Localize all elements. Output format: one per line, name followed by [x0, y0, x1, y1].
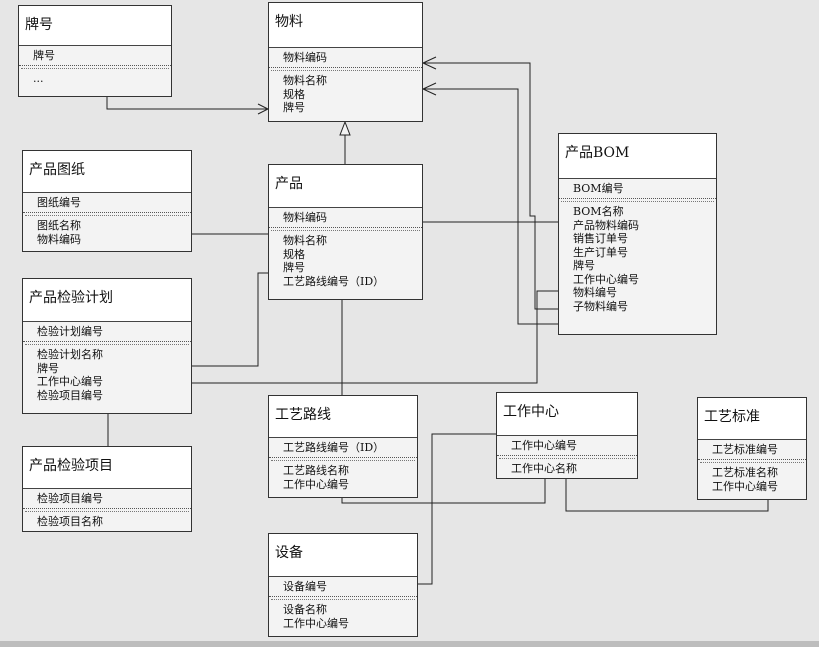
field: 图纸名称	[37, 219, 81, 232]
field: 工作中心名称	[511, 462, 577, 475]
field: 工艺路线编号（ID）	[283, 274, 385, 288]
entity-title: 工艺标准	[698, 398, 806, 440]
inherit-arrow	[339, 120, 351, 136]
field: 检验项目名称	[37, 515, 103, 528]
entity-title: 产品	[269, 165, 422, 208]
entity-title: 工艺路线	[269, 396, 417, 438]
entity-jianyan-jihua[interactable]: 产品检验计划 检验计划编号 检验计划名称 牌号 工作中心编号 检验项目编号	[22, 278, 192, 414]
primary-key: 设备编号	[269, 577, 417, 600]
entity-jianyan-xiangmu[interactable]: 产品检验项目 检验项目编号 检验项目名称	[22, 446, 192, 532]
primary-key: 物料编码	[269, 48, 422, 71]
field: 生产订单号	[573, 245, 628, 259]
field: 产品物料编码	[573, 218, 639, 232]
field: 物料编码	[37, 232, 81, 246]
primary-key: 物料编码	[269, 208, 422, 231]
entity-shebei[interactable]: 设备 设备编号 设备名称 工作中心编号	[268, 533, 418, 637]
field: 销售订单号	[573, 232, 628, 245]
field-list: 工艺路线名称 工作中心编号	[269, 458, 417, 491]
field: 检验项目编号	[37, 388, 103, 402]
field: 牌号	[283, 261, 305, 274]
link-jihua-bom	[190, 290, 558, 384]
entity-gongzuo-zhongxin[interactable]: 工作中心 工作中心编号 工作中心名称	[496, 392, 638, 479]
field: 检验计划名称	[37, 348, 103, 361]
field-list: 工作中心名称	[497, 456, 637, 476]
field: 规格	[283, 87, 305, 101]
entity-title: 物料	[269, 3, 422, 48]
primary-key: 工艺标准编号	[698, 440, 806, 463]
primary-key: 工作中心编号	[497, 436, 637, 459]
entity-gongyi-luxian[interactable]: 工艺路线 工艺路线编号（ID） 工艺路线名称 工作中心编号	[268, 395, 418, 498]
entity-chanpin[interactable]: 产品 物料编码 物料名称 规格 牌号 工艺路线编号（ID）	[268, 164, 423, 300]
entity-title: 产品检验项目	[23, 447, 191, 489]
field: 工作中心编号	[283, 616, 349, 630]
entity-paihao[interactable]: 牌号 牌号 ...	[18, 5, 172, 97]
entity-gongyi-biaozhun[interactable]: 工艺标准 工艺标准编号 工艺标准名称 工作中心编号	[697, 397, 807, 500]
link-paihao-wuliao	[106, 97, 268, 110]
field-list: 检验项目名称	[23, 509, 191, 529]
primary-key: 工艺路线编号（ID）	[269, 438, 417, 461]
field: 工艺标准名称	[712, 466, 778, 479]
field: 牌号	[283, 101, 305, 114]
field: 设备名称	[283, 603, 327, 616]
primary-key: 检验计划编号	[23, 322, 191, 345]
entity-title: 工作中心	[497, 393, 637, 436]
field-list: BOM名称 产品物料编码 销售订单号 生产订单号 牌号 工作中心编号 物料编号 …	[559, 199, 716, 313]
field: 工作中心编号	[712, 479, 778, 493]
field: ...	[33, 72, 44, 85]
field-list: 物料名称 规格 牌号 工艺路线编号（ID）	[269, 228, 422, 288]
entity-chanpin-bom[interactable]: 产品BOM BOM编号 BOM名称 产品物料编码 销售订单号 生产订单号 牌号 …	[558, 133, 717, 335]
link-bom-wuliao-1	[423, 62, 558, 310]
field: 物料名称	[283, 74, 327, 87]
field-list: 设备名称 工作中心编号	[269, 597, 417, 630]
primary-key: 牌号	[19, 46, 171, 69]
bottom-edge	[0, 641, 819, 647]
entity-chanpin-tuzhi[interactable]: 产品图纸 图纸编号 图纸名称 物料编码	[22, 150, 192, 252]
entity-title: 牌号	[19, 6, 171, 46]
field-list: 图纸名称 物料编码	[23, 213, 191, 246]
field: 工作中心编号	[37, 375, 103, 388]
field: 工艺路线名称	[283, 464, 349, 477]
field: 物料名称	[283, 234, 327, 247]
entity-title: 产品BOM	[559, 134, 716, 179]
field: 工作中心编号	[573, 272, 639, 286]
field-list: 检验计划名称 牌号 工作中心编号 检验项目编号	[23, 342, 191, 402]
entity-title: 产品图纸	[23, 151, 191, 193]
field: 规格	[283, 247, 305, 261]
link-jihua-chanpin	[190, 272, 268, 367]
entity-title: 产品检验计划	[23, 279, 191, 322]
arrow-bom-wuliao-1	[421, 56, 437, 70]
field-list: ...	[19, 66, 171, 86]
link-zhongxin-luxian	[341, 479, 546, 504]
primary-key: BOM编号	[559, 179, 716, 202]
link-shebei-zhongxin	[418, 433, 496, 585]
field: BOM名称	[573, 205, 624, 218]
link-bom-wuliao-2	[423, 88, 558, 325]
entity-wuliao[interactable]: 物料 物料编码 物料名称 规格 牌号	[268, 2, 423, 122]
field: 牌号	[573, 259, 595, 272]
field-list: 工艺标准名称 工作中心编号	[698, 460, 806, 493]
arrow-bom-wuliao-2	[421, 82, 437, 96]
field: 子物料编号	[573, 299, 628, 313]
entity-title: 设备	[269, 534, 417, 577]
link-zhongxin-biaozhun	[565, 479, 769, 512]
field: 工作中心编号	[283, 477, 349, 491]
primary-key: 图纸编号	[23, 193, 191, 216]
field-list: 物料名称 规格 牌号	[269, 68, 422, 115]
field: 物料编号	[573, 286, 617, 299]
field: 牌号	[37, 361, 59, 375]
primary-key: 检验项目编号	[23, 489, 191, 512]
